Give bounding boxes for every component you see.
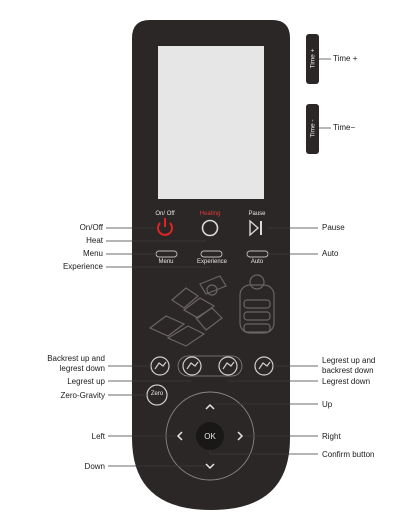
auto-label: Auto [250, 259, 264, 265]
play-pause-icon[interactable] [249, 219, 262, 237]
callout-auto: Auto [322, 249, 339, 258]
time-minus-text: Time - [309, 119, 317, 138]
legrest-up-button[interactable] [182, 356, 202, 376]
left-arrow-icon[interactable] [176, 431, 183, 441]
callout-menu: Menu [82, 249, 103, 258]
zero-gravity-text: Zero [150, 391, 164, 397]
heating-label: Heating [199, 211, 221, 217]
heating-icon[interactable] [201, 219, 219, 237]
right-arrow-icon[interactable] [237, 431, 244, 441]
onoff-label: On/ Off [155, 211, 175, 217]
callout-pause: Pause [322, 223, 345, 232]
experience-label: Experience [196, 259, 228, 265]
callout-up: Up [322, 400, 333, 409]
callout-zero-gravity: Zero-Gravity [60, 391, 105, 400]
callout-right: Right [322, 432, 341, 441]
callout-backrest-up-legrest-down-2: legrest down [59, 364, 105, 373]
pause-label: Pause [248, 211, 266, 217]
callout-heat: Heat [86, 236, 103, 245]
power-icon[interactable] [157, 218, 173, 236]
callout-legrest-up-backrest-down-1: Legrest up and [322, 356, 376, 365]
callout-legrest-up-backrest-down-2: backrest down [322, 366, 374, 375]
callout-down: Down [84, 462, 105, 471]
callout-experience: Experience [62, 262, 103, 271]
callout-backrest-up-legrest-down-1: Backrest up and [47, 354, 105, 363]
ok-button[interactable] [196, 422, 224, 450]
experience-button[interactable] [200, 250, 223, 258]
legrest-down-button[interactable] [218, 356, 238, 376]
callout-confirm: Confirm button [322, 450, 375, 459]
callout-time-minus: Time− [333, 123, 356, 132]
legrest-group-outline [177, 355, 243, 377]
body-zone-graphic [239, 274, 275, 334]
callout-time-plus: Time + [333, 54, 358, 63]
chair-position-graphic [148, 275, 227, 347]
time-minus-button[interactable] [306, 104, 319, 154]
callout-legrest-up: Legrest up [67, 377, 105, 386]
down-arrow-icon[interactable] [205, 463, 215, 470]
up-arrow-icon[interactable] [205, 403, 215, 410]
callout-lines [106, 227, 318, 467]
time-plus-text: Time + [309, 48, 317, 69]
callout-onoff: On/Off [79, 223, 103, 232]
time-plus-button[interactable] [306, 34, 319, 84]
ok-text: OK [204, 432, 216, 441]
callout-legrest-down: Legrest down [322, 377, 371, 386]
display-screen [158, 46, 264, 199]
callout-left: Left [91, 432, 105, 441]
menu-label: Menu [158, 259, 174, 265]
